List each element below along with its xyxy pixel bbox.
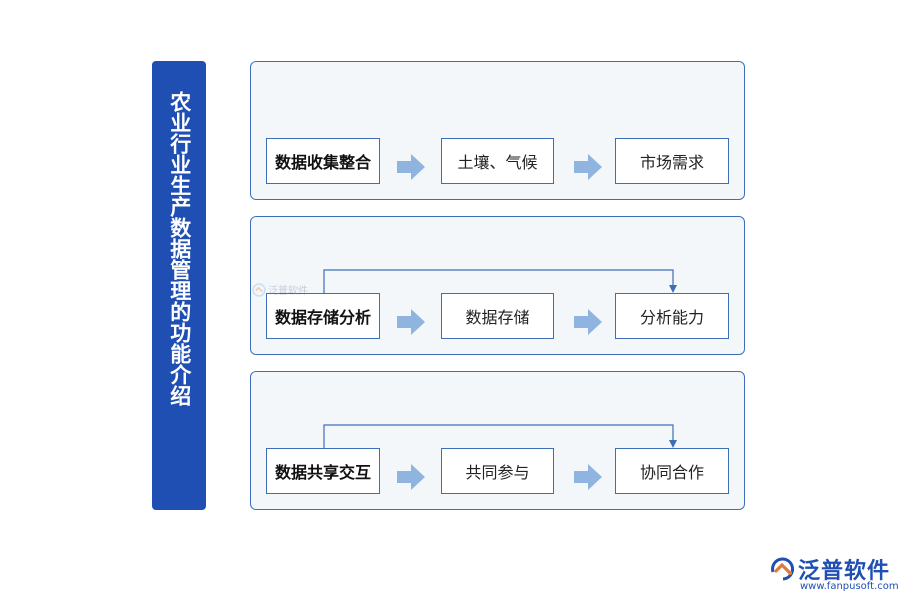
sub-function-box-1: 数据存储 [441,293,554,339]
watermark-text: 泛普软件 [268,286,308,297]
watermark: 泛普软件 [252,282,308,297]
main-function-box: 数据共享交互 [266,448,380,494]
main-function-box: 数据收集整合 [266,138,380,184]
side-title-bar: 农业行业生产数据管理的功能介绍 [152,61,206,510]
function-panel-2: 数据存储分析 数据存储 分析能力 [250,216,745,355]
sub-function-box-2: 市场需求 [615,138,729,184]
function-panel-1: 数据收集整合 土壤、气候 市场需求 [250,61,745,200]
right-arrow-icon [574,154,602,180]
sub-function-box-2: 分析能力 [615,293,729,339]
page-title: 农业行业生产数据管理的功能介绍 [167,91,192,406]
right-arrow-icon [397,464,425,490]
sub-function-box-1: 共同参与 [441,448,554,494]
brand-url: www.fanpusoft.com [800,581,899,592]
right-arrow-icon [574,464,602,490]
main-function-box: 数据存储分析 [266,293,380,339]
fanpu-logo-icon [252,282,266,297]
brand-name: 泛普软件 [798,559,891,584]
function-panel-3: 数据共享交互 共同参与 协同合作 [250,371,745,510]
sub-function-box-1: 土壤、气候 [441,138,554,184]
brand-logo: 泛普软件 www.fanpusoft.com [770,553,899,595]
sub-function-box-2: 协同合作 [615,448,729,494]
right-arrow-icon [397,154,425,180]
right-arrow-icon [397,309,425,335]
right-arrow-icon [574,309,602,335]
fanpu-logo-icon [771,557,795,581]
